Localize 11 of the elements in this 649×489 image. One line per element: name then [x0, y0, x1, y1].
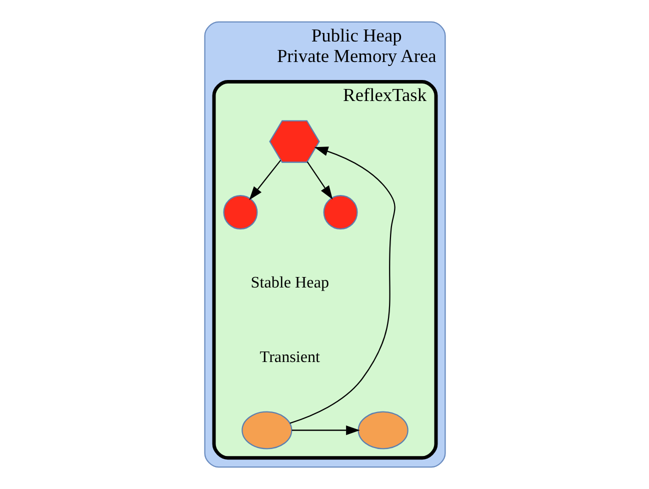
- label: Transient: [259, 349, 320, 366]
- arrow: [248, 160, 281, 200]
- node-ellipse: [357, 411, 408, 450]
- node-circle: [222, 195, 258, 230]
- arrow: [289, 146, 395, 424]
- arrow: [291, 425, 360, 436]
- arrow: [306, 161, 332, 200]
- node-hexagon: [268, 120, 320, 163]
- label: Stable Heap: [250, 274, 329, 292]
- node-ellipse: [241, 411, 292, 450]
- node-circle: [322, 195, 358, 230]
